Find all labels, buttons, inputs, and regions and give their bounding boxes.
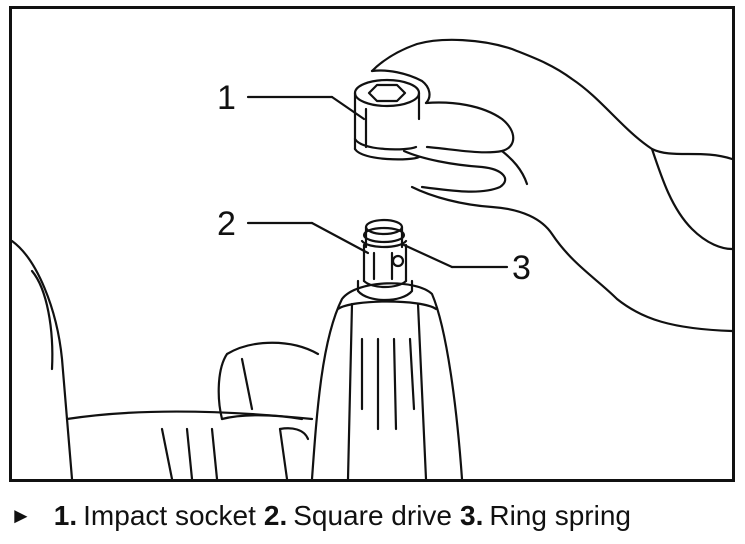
figure-caption: ► 1. Impact socket 2. Square drive 3. Ri… — [10, 496, 639, 536]
caption-label-square-drive: Square drive — [293, 500, 452, 531]
caption-label-impact-socket: Impact socket — [83, 500, 256, 531]
impact-wrench-diagram — [12, 38, 732, 479]
callout-number-2: 2 — [217, 205, 236, 243]
impact-wrench-illustration — [12, 239, 464, 479]
callout-number-1: 1 — [217, 79, 236, 117]
ring-spring-illustration — [360, 239, 408, 249]
hand-illustration — [370, 38, 732, 333]
caption-number-1: 1. — [53, 500, 78, 531]
square-drive-illustration — [356, 218, 414, 301]
caption-label-ring-spring: Ring spring — [489, 500, 631, 531]
caption-arrow-icon: ► — [10, 503, 32, 528]
caption-number-2: 2. — [263, 500, 288, 531]
illustration-frame: 1 2 3 — [9, 6, 735, 482]
impact-socket-illustration — [353, 78, 421, 161]
callout-2-leader-tip — [310, 221, 370, 255]
caption-number-3: 3. — [460, 500, 484, 531]
callout-1-leader-tip — [330, 95, 366, 121]
callout-3-leader-tip — [402, 243, 454, 269]
callout-number-3: 3 — [512, 249, 531, 287]
